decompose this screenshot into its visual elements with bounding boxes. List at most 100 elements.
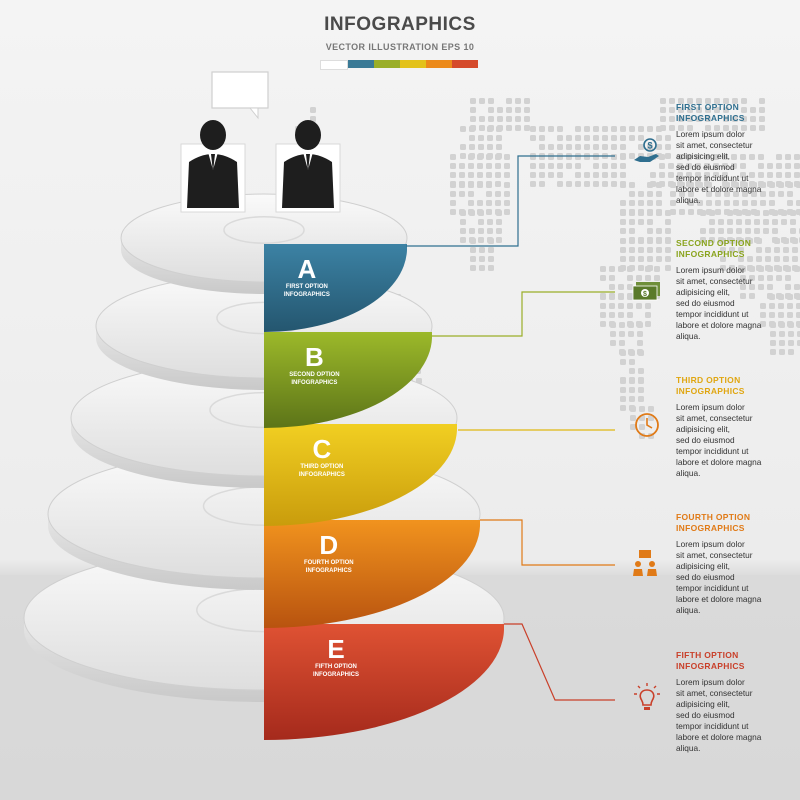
map-dot (628, 331, 634, 337)
map-dot (778, 303, 784, 309)
map-dot (687, 107, 693, 113)
map-dot (566, 135, 572, 141)
map-dot (747, 256, 753, 262)
map-dot (665, 238, 671, 244)
map-dot (754, 228, 760, 234)
map-dot (790, 219, 796, 225)
map-dot (779, 340, 785, 346)
map-dot (774, 247, 780, 253)
map-dot (727, 210, 733, 216)
map-dot (696, 116, 702, 122)
map-dot (539, 135, 545, 141)
map-dot (495, 154, 501, 160)
option-text-5: FIFTH OPTION INFOGRAPHICS Lorem ipsum do… (676, 650, 800, 754)
map-dot (745, 210, 751, 216)
map-dot (630, 415, 636, 421)
map-dot (487, 144, 493, 150)
map-dot (656, 200, 662, 206)
map-dot (750, 107, 756, 113)
map-dot (687, 125, 693, 131)
map-dot (609, 284, 615, 290)
map-dot (450, 163, 456, 169)
map-dot (611, 163, 617, 169)
map-dot (740, 163, 746, 169)
map-dot (756, 256, 762, 262)
map-dot (618, 294, 624, 300)
map-dot (665, 247, 671, 253)
map-dot (637, 322, 643, 328)
map-dot (496, 219, 502, 225)
map-dot (575, 144, 581, 150)
map-dot (783, 238, 789, 244)
map-dot (460, 210, 466, 216)
map-dot (524, 116, 530, 122)
map-dot (758, 172, 764, 178)
segment-letter: C (313, 434, 332, 464)
map-dot (479, 247, 485, 253)
segment-caption: FIFTH OPTION (315, 664, 357, 670)
segment-b (264, 332, 432, 429)
map-dot (778, 312, 784, 318)
map-dot (557, 135, 563, 141)
clock-icon (635, 413, 659, 437)
map-dot (759, 116, 765, 122)
map-dot (611, 144, 617, 150)
map-dot (785, 266, 791, 272)
segment-caption: INFOGRAPHICS (291, 380, 337, 386)
map-dot (665, 219, 671, 225)
map-dot (584, 172, 590, 178)
map-dot (620, 396, 626, 402)
map-dot (468, 172, 474, 178)
map-dot (530, 154, 536, 160)
map-dot (709, 219, 715, 225)
map-dot (797, 322, 800, 328)
segment-caption: INFOGRAPHICS (299, 472, 345, 478)
map-dot (796, 182, 800, 188)
map-dot (470, 256, 476, 262)
map-dot (794, 284, 800, 290)
map-dot (750, 125, 756, 131)
map-dot (593, 154, 599, 160)
map-dot (477, 200, 483, 206)
map-dot (790, 228, 796, 234)
map-dot (794, 154, 800, 160)
map-dot (530, 126, 536, 132)
map-dot (639, 406, 645, 412)
option-description: Lorem ipsum dolor sit amet, consectetur … (676, 539, 762, 615)
map-dot (638, 126, 644, 132)
map-dot (769, 294, 775, 300)
map-dot (660, 98, 666, 104)
map-dot (600, 294, 606, 300)
map-dot (477, 182, 483, 188)
map-dot (488, 238, 494, 244)
page-title: INFOGRAPHICS (324, 14, 476, 35)
map-dot (729, 265, 735, 271)
map-dot (763, 219, 769, 225)
map-dot (486, 163, 492, 169)
map-dot (486, 154, 492, 160)
map-dot (495, 191, 501, 197)
map-dot (630, 424, 636, 430)
map-dot (557, 172, 563, 178)
map-dot (767, 266, 773, 272)
map-dot (736, 228, 742, 234)
map-dot (767, 163, 773, 169)
map-dot (636, 303, 642, 309)
map-dot (686, 163, 692, 169)
map-dot (639, 424, 645, 430)
map-dot (627, 312, 633, 318)
segment-caption: SECOND OPTION (289, 372, 339, 378)
map-dot (656, 191, 662, 197)
map-dot (530, 181, 536, 187)
map-dot (629, 378, 635, 384)
map-dot (584, 126, 590, 132)
map-dot (477, 172, 483, 178)
segment-letter: E (327, 634, 344, 664)
map-dot (611, 154, 617, 160)
map-dot (468, 163, 474, 169)
map-dot (515, 107, 521, 113)
map-dot (700, 210, 706, 216)
banknotes-icon: $ (632, 282, 660, 301)
map-dot (787, 182, 793, 188)
map-dot (450, 209, 456, 215)
